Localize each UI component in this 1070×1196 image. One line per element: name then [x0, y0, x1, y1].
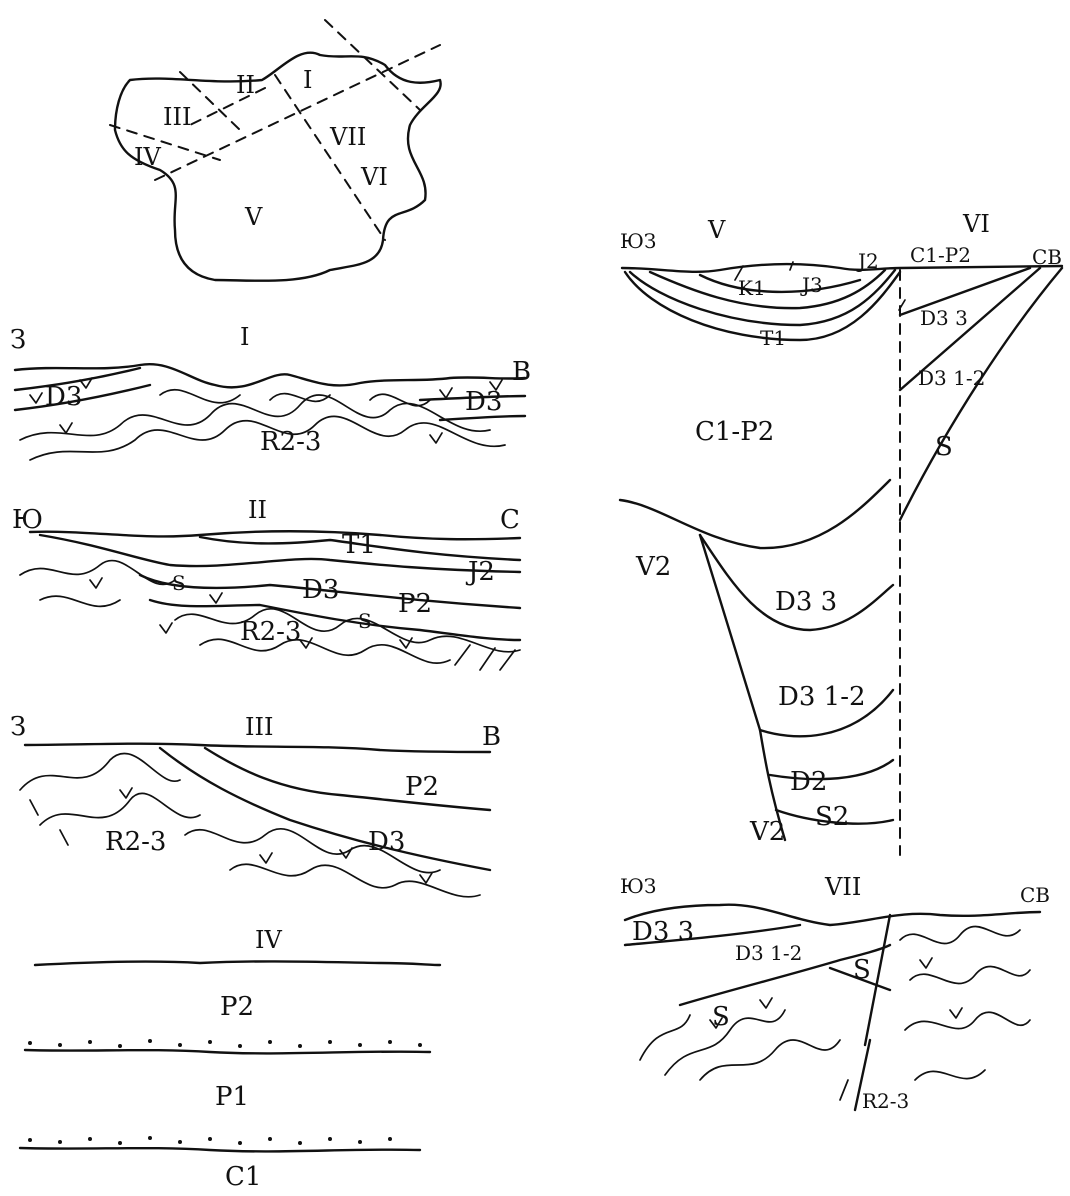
- unit-label: D3 1-2: [918, 366, 985, 390]
- unit-label: T1: [342, 530, 376, 560]
- map-region-V: V: [244, 203, 263, 231]
- unit-label: K1: [738, 276, 766, 300]
- section-number: IV: [255, 926, 282, 954]
- layer-boundary: [150, 600, 520, 640]
- fold-line: [160, 390, 430, 406]
- section-number: III: [245, 713, 273, 741]
- section-I: З I В D3 D3 R2-3: [10, 323, 531, 460]
- section-number: V: [707, 216, 726, 244]
- unit-label: R2-3: [105, 827, 166, 857]
- map-boundary: [155, 45, 440, 180]
- layer-boundary: [650, 270, 885, 308]
- direction-south: Ю: [12, 505, 43, 535]
- layer-boundary: [620, 480, 890, 548]
- tick-mark: [899, 300, 905, 310]
- unit-label: C1: [225, 1162, 261, 1192]
- map-region-VII: VII: [329, 123, 366, 151]
- unit-label: S: [853, 955, 871, 985]
- unit-label: V2: [635, 552, 671, 582]
- unit-label: P2: [405, 772, 439, 802]
- map-boundary: [325, 20, 420, 110]
- direction-northeast: СВ: [1020, 883, 1050, 907]
- unit-label: D3 3: [632, 917, 694, 947]
- fold-line: [20, 395, 490, 440]
- section-number: VI: [962, 210, 990, 238]
- unit-label: J3: [800, 273, 823, 297]
- surface-line: [15, 364, 525, 387]
- unit-label: R2-3: [260, 427, 321, 457]
- section-V-VI: ЮЗ V VI СВ K1 J3 J2 T1 C1-P2 C1-P2 V2 D3…: [620, 210, 1062, 855]
- map-region-III: III: [163, 103, 191, 131]
- direction-east: В: [512, 357, 531, 387]
- surface-line: [35, 961, 440, 965]
- section-II: Ю II С T1 J2 D3 P2 S S R2-3: [12, 496, 520, 670]
- section-IV: IV P2 P1 C1: [20, 926, 440, 1192]
- unit-label: C1-P2: [695, 417, 774, 447]
- layer-boundary: [25, 1050, 430, 1053]
- unit-label: S2: [815, 802, 849, 832]
- section-number: VII: [824, 873, 861, 901]
- fold-line: [185, 829, 480, 897]
- surface-line: [622, 264, 1062, 272]
- unit-label: J2: [856, 249, 879, 273]
- unit-label: R2-3: [240, 617, 301, 647]
- surface-line: [30, 531, 520, 539]
- unit-label: J2: [465, 557, 495, 587]
- unit-label: C1-P2: [910, 243, 971, 267]
- unit-label: R2-3: [862, 1089, 909, 1113]
- fold-line: [20, 753, 200, 825]
- map-region-I: I: [303, 66, 312, 94]
- volcanic-marks: [710, 958, 962, 1100]
- section-VII: ЮЗ VII СВ D3 3 D3 1-2 S S R2-3: [620, 873, 1050, 1113]
- layer-boundary: [40, 535, 520, 572]
- unit-label: D3: [45, 382, 82, 412]
- fold-line: [640, 1010, 840, 1080]
- unit-label: P2: [220, 992, 254, 1022]
- map-boundary: [275, 75, 385, 240]
- direction-east: В: [482, 722, 501, 752]
- unit-label: S: [172, 571, 186, 595]
- unit-label: D2: [790, 767, 827, 797]
- unit-label: S: [712, 1002, 730, 1032]
- map-outline: [115, 53, 441, 281]
- surface-line: [25, 744, 490, 752]
- unit-label: S: [935, 432, 953, 462]
- map-region-IV: IV: [134, 143, 161, 171]
- direction-southwest: ЮЗ: [620, 874, 656, 898]
- map-region-II: II: [236, 71, 255, 99]
- unit-label: T1: [760, 326, 786, 350]
- layer-boundary: [700, 275, 860, 292]
- fold-line: [900, 926, 1030, 1080]
- unit-label: P1: [215, 1082, 249, 1112]
- direction-southwest: ЮЗ: [620, 229, 656, 253]
- fault-line: [855, 915, 890, 1110]
- index-map: I II III IV V VI VII: [110, 20, 441, 281]
- unit-label: D3 3: [920, 306, 968, 330]
- unit-label: S: [358, 609, 372, 633]
- section-number: II: [248, 496, 267, 524]
- unit-label: D3 1-2: [778, 682, 866, 712]
- unit-label: V2: [749, 817, 785, 847]
- direction-west: З: [10, 712, 26, 742]
- unit-label: D3 1-2: [735, 941, 802, 965]
- unit-label: D3: [368, 827, 405, 857]
- unit-label: D3 3: [775, 587, 837, 617]
- section-number: I: [240, 323, 249, 351]
- direction-west: З: [10, 325, 26, 355]
- unit-label: D3: [302, 575, 339, 605]
- section-III: З III В P2 D3 R2-3: [10, 712, 501, 897]
- layer-boundary: [20, 1148, 420, 1151]
- map-region-VI: VI: [360, 163, 388, 191]
- unit-label: P2: [398, 589, 432, 619]
- direction-north: С: [500, 505, 520, 535]
- unit-label: D3: [465, 387, 502, 417]
